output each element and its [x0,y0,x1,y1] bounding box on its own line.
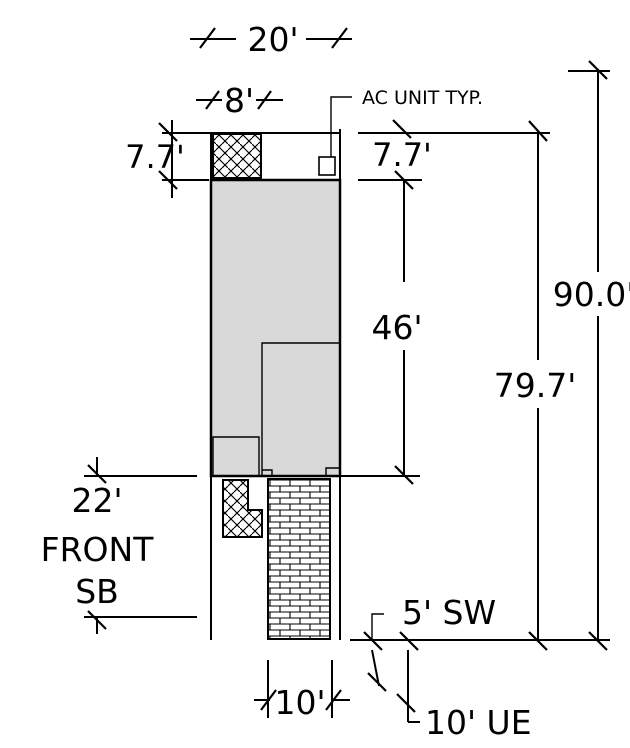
driveway-width-label: 10' [274,683,325,722]
front-yard [222,478,331,640]
dim-utility-easement: 10' UE [367,649,532,742]
ac-unit-box [318,156,336,176]
dim-driveway-width: 10' [254,660,350,722]
ac-unit-label: AC UNIT TYP. [362,87,483,109]
sidewalk-label: 5' SW [402,593,496,632]
driveway [267,478,331,640]
dim-width-patio: 8' [196,81,283,120]
house-footprint [209,178,342,478]
dim-house-depth: 46' [340,170,423,485]
dim-sidewalk: 5' SW [350,593,610,651]
front-sb-line1: FRONT [41,530,155,569]
rear-yard [209,96,352,179]
width-patio-label: 8' [224,81,254,120]
dim-rear-right: 7.7' [358,119,432,181]
front-sb-line2: SB [75,572,119,611]
rear-left-label: 7.7' [125,138,185,176]
rear-patio [212,133,262,179]
depth-to-row-label: 79.7' [494,366,577,405]
dim-rear-left: 7.7' [125,120,209,198]
utility-easement-label: 10' UE [425,703,532,742]
dim-width-total: 20' [190,20,352,59]
rear-right-label: 7.7' [372,136,432,174]
dim-depth-to-row: 79.7' [402,120,577,651]
front-sb-value: 22' [71,481,122,520]
dim-front-setback: 22' FRONT SB [41,457,197,634]
lot-depth-label: 90.0' [553,275,630,314]
width-total-label: 20' [247,20,298,59]
front-walk-patio [222,479,263,538]
dim-lot-depth: 90.0' [553,60,630,651]
ac-leader-line [330,96,352,157]
house-depth-label: 46' [371,308,422,347]
